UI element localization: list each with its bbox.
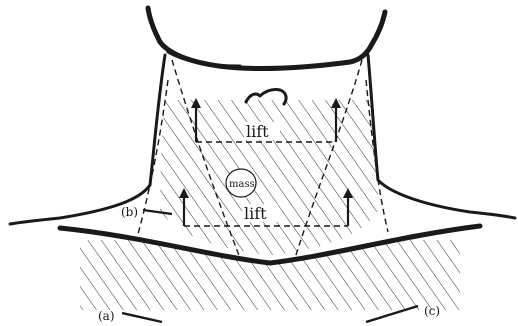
- upper-lift-label: lift: [246, 122, 269, 141]
- label-a: (a): [98, 309, 115, 323]
- label-c: (c): [424, 304, 440, 318]
- lower-lift-label: lift: [244, 204, 267, 223]
- label-a-leader: [122, 313, 162, 322]
- left-head-contour: [148, 8, 160, 42]
- jawline: [160, 42, 372, 69]
- label-b: (b): [121, 205, 138, 219]
- right-neck-contour: [368, 55, 515, 218]
- left-neck-contour: [10, 55, 165, 224]
- mass-label: mass: [229, 179, 255, 190]
- right-head-contour: [372, 12, 385, 44]
